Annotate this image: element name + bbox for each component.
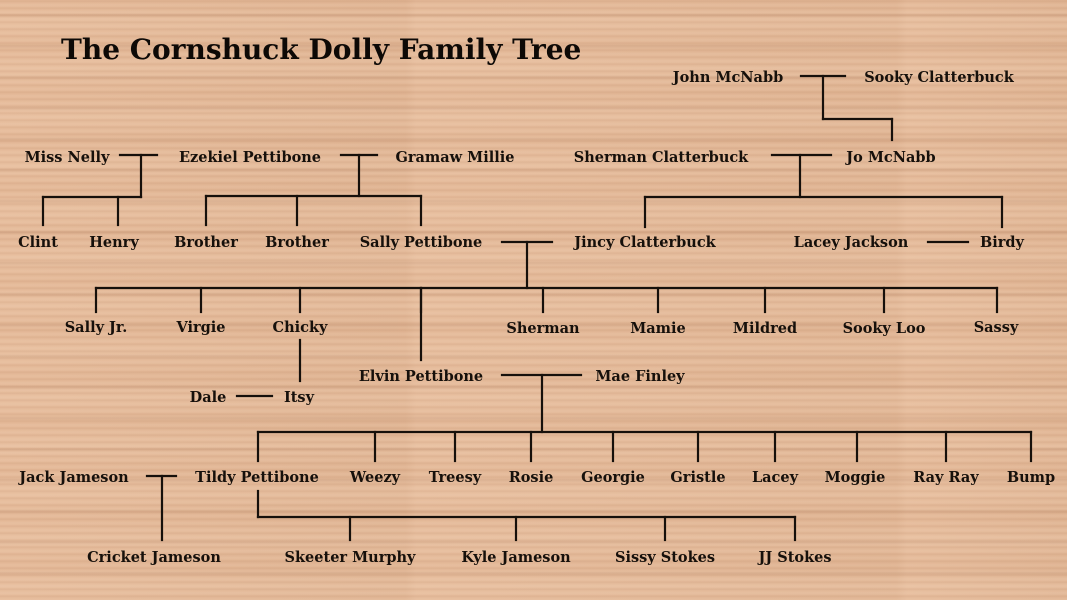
- person-treesy: Treesy: [429, 469, 482, 486]
- person-sassy: Sassy: [974, 319, 1019, 336]
- person-rosie: Rosie: [509, 469, 554, 486]
- person-sherman-clatterbuck: Sherman Clatterbuck: [574, 149, 749, 166]
- person-bump: Bump: [1007, 469, 1055, 486]
- page-title: The Cornshuck Dolly Family Tree: [61, 33, 581, 66]
- person-mildred: Mildred: [733, 320, 797, 337]
- person-lacey: Lacey: [752, 469, 799, 486]
- person-itsy: Itsy: [284, 389, 315, 406]
- person-tildy-pettibone: Tildy Pettibone: [195, 469, 319, 486]
- person-moggie: Moggie: [825, 469, 886, 486]
- person-sally-pettibone: Sally Pettibone: [360, 234, 483, 251]
- person-sooky-loo: Sooky Loo: [843, 320, 926, 337]
- person-miss-nelly: Miss Nelly: [25, 149, 110, 166]
- person-elvin-pettibone: Elvin Pettibone: [359, 368, 483, 385]
- person-ezekiel-pettibone: Ezekiel Pettibone: [179, 149, 321, 166]
- person-cricket-jameson: Cricket Jameson: [87, 549, 221, 566]
- person-sherman: Sherman: [506, 320, 580, 337]
- person-weezy: Weezy: [349, 469, 401, 486]
- person-dale: Dale: [190, 389, 227, 406]
- connector-lines: [41, 74, 1033, 542]
- person-mae-finley: Mae Finley: [595, 368, 685, 385]
- person-henry: Henry: [89, 234, 139, 251]
- person-clint: Clint: [18, 234, 58, 251]
- person-brother-2: Brother: [265, 234, 329, 251]
- person-ray-ray: Ray Ray: [913, 469, 979, 486]
- person-john-mcnabb: John McNabb: [671, 69, 783, 86]
- person-brother-1: Brother: [174, 234, 238, 251]
- person-sooky-clatterbuck: Sooky Clatterbuck: [864, 69, 1015, 86]
- person-kyle-jameson: Kyle Jameson: [461, 549, 571, 566]
- person-jincy-clatterbuck: Jincy Clatterbuck: [572, 234, 716, 251]
- person-sissy-stokes: Sissy Stokes: [615, 549, 715, 566]
- person-chicky: Chicky: [273, 319, 328, 336]
- person-gramaw-millie: Gramaw Millie: [396, 149, 515, 166]
- person-jack-jameson: Jack Jameson: [17, 469, 129, 486]
- person-jo-mcnabb: Jo McNabb: [844, 149, 935, 166]
- person-sally-jr: Sally Jr.: [65, 319, 128, 336]
- person-birdy: Birdy: [980, 234, 1025, 251]
- person-virgie: Virgie: [175, 319, 225, 336]
- person-jj-stokes: JJ Stokes: [756, 549, 831, 566]
- person-lacey-jackson: Lacey Jackson: [794, 234, 909, 251]
- person-georgie: Georgie: [581, 469, 645, 486]
- person-mamie: Mamie: [630, 320, 686, 337]
- person-gristle: Gristle: [670, 469, 725, 486]
- person-skeeter-murphy: Skeeter Murphy: [285, 549, 416, 566]
